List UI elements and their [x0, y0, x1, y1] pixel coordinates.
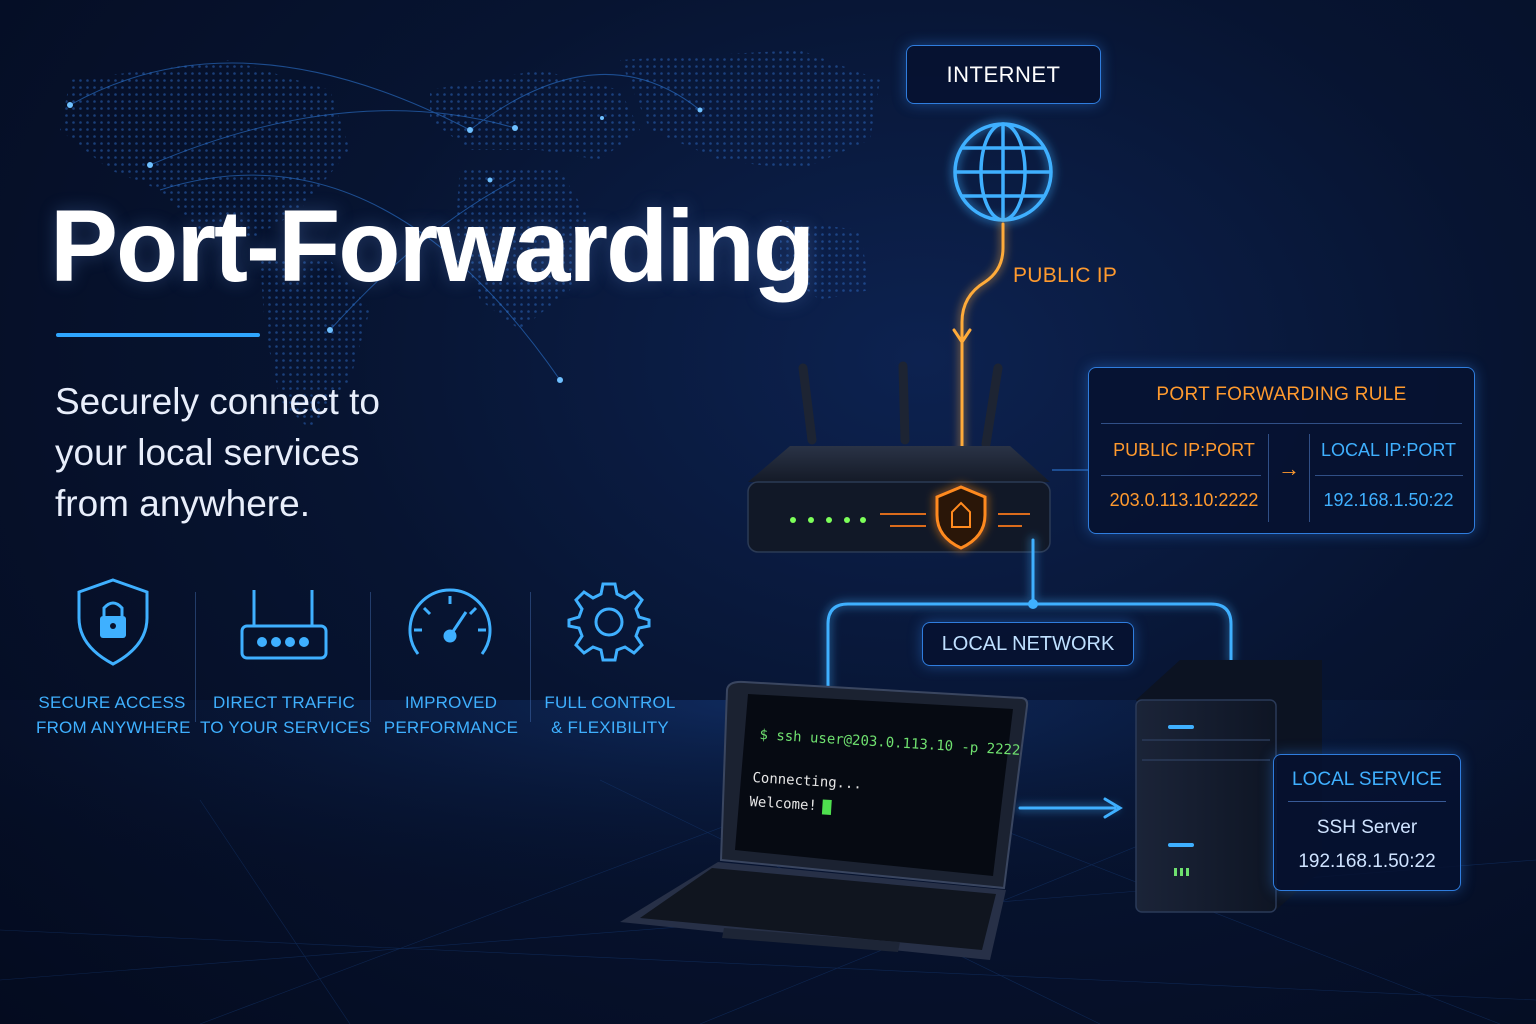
- rule-local-header: LOCAL IP:PORT: [1320, 440, 1457, 460]
- service-address: 192.168.1.50:22: [1298, 851, 1436, 872]
- feature-secure-access: SECURE ACCESS FROM ANYWHERE: [36, 674, 191, 740]
- service-title: LOCAL SERVICE: [1292, 769, 1442, 790]
- subtitle-line: Securely connect to: [55, 381, 380, 422]
- feature-label-line: FROM ANYWHERE: [36, 718, 191, 737]
- map-connections: [69, 62, 701, 381]
- rule-public-value: 203.0.113.10:2222: [1109, 490, 1259, 510]
- terminal-cursor: [822, 798, 833, 815]
- service-name: SSH Server: [1316, 817, 1418, 838]
- page-title: Port-Forwarding: [50, 189, 815, 303]
- rule-divider: [1309, 434, 1310, 522]
- speedometer-icon: [408, 588, 492, 655]
- feature-label: DIRECT TRAFFIC TO YOUR SERVICES: [200, 690, 371, 740]
- shield-lock-icon: [77, 578, 149, 666]
- arrow-right-icon: →: [1278, 456, 1300, 481]
- rule-divider: [1101, 475, 1261, 476]
- feature-divider: [195, 592, 196, 722]
- subtitle-line: your local services: [55, 432, 360, 473]
- rule-public-header: PUBLIC IP:PORT: [1113, 440, 1255, 460]
- rule-divider: [1315, 475, 1463, 476]
- public-ip-label: PUBLIC IP: [1013, 264, 1118, 287]
- service-divider: [1288, 801, 1446, 802]
- title-underline: [56, 333, 260, 337]
- rule-divider: [1101, 423, 1462, 424]
- local-service-panel: LOCAL SERVICE SSH Server 192.168.1.50:22: [1273, 754, 1461, 891]
- port-forwarding-rule-panel: PORT FORWARDING RULE PUBLIC IP:PORT 203.…: [1088, 367, 1475, 534]
- gear-icon: [567, 582, 651, 662]
- feature-label: SECURE ACCESS FROM ANYWHERE: [36, 690, 191, 740]
- feature-label-line: FULL CONTROL: [544, 693, 676, 712]
- feature-label-line: IMPROVED: [404, 693, 498, 712]
- rule-divider: [1268, 434, 1269, 522]
- feature-direct-traffic: DIRECT TRAFFIC TO YOUR SERVICES: [200, 674, 371, 740]
- map-nodes: [67, 102, 703, 383]
- rule-local-value: 192.168.1.50:22: [1323, 490, 1454, 510]
- feature-label: FULL CONTROL & FLEXIBILITY: [540, 690, 680, 740]
- feature-performance: IMPROVED PERFORMANCE: [380, 674, 522, 740]
- public-ip-path: [952, 220, 1007, 504]
- feature-label-line: PERFORMANCE: [383, 718, 519, 737]
- feature-label-line: TO YOUR SERVICES: [200, 718, 371, 737]
- local-network-label: LOCAL NETWORK: [922, 622, 1134, 666]
- rule-title: PORT FORWARDING RULE: [1156, 384, 1407, 405]
- subtitle: Securely connect to your local services …: [55, 376, 485, 529]
- feature-control: FULL CONTROL & FLEXIBILITY: [540, 674, 680, 740]
- feature-label: IMPROVED PERFORMANCE: [380, 690, 522, 740]
- subtitle-line: from anywhere.: [55, 483, 310, 524]
- router: [747, 361, 1051, 553]
- globe-icon: [950, 119, 1056, 225]
- feature-label-line: & FLEXIBILITY: [551, 718, 669, 737]
- world-map: [60, 50, 880, 430]
- internet-label: INTERNET: [906, 45, 1101, 104]
- feature-divider: [370, 592, 371, 722]
- laptop: [620, 680, 1029, 960]
- feature-divider: [530, 592, 531, 722]
- local-network-lines: [823, 535, 1236, 819]
- feature-label-line: DIRECT TRAFFIC: [213, 693, 355, 712]
- feature-label-line: SECURE ACCESS: [38, 693, 186, 712]
- router-icon: [240, 590, 328, 660]
